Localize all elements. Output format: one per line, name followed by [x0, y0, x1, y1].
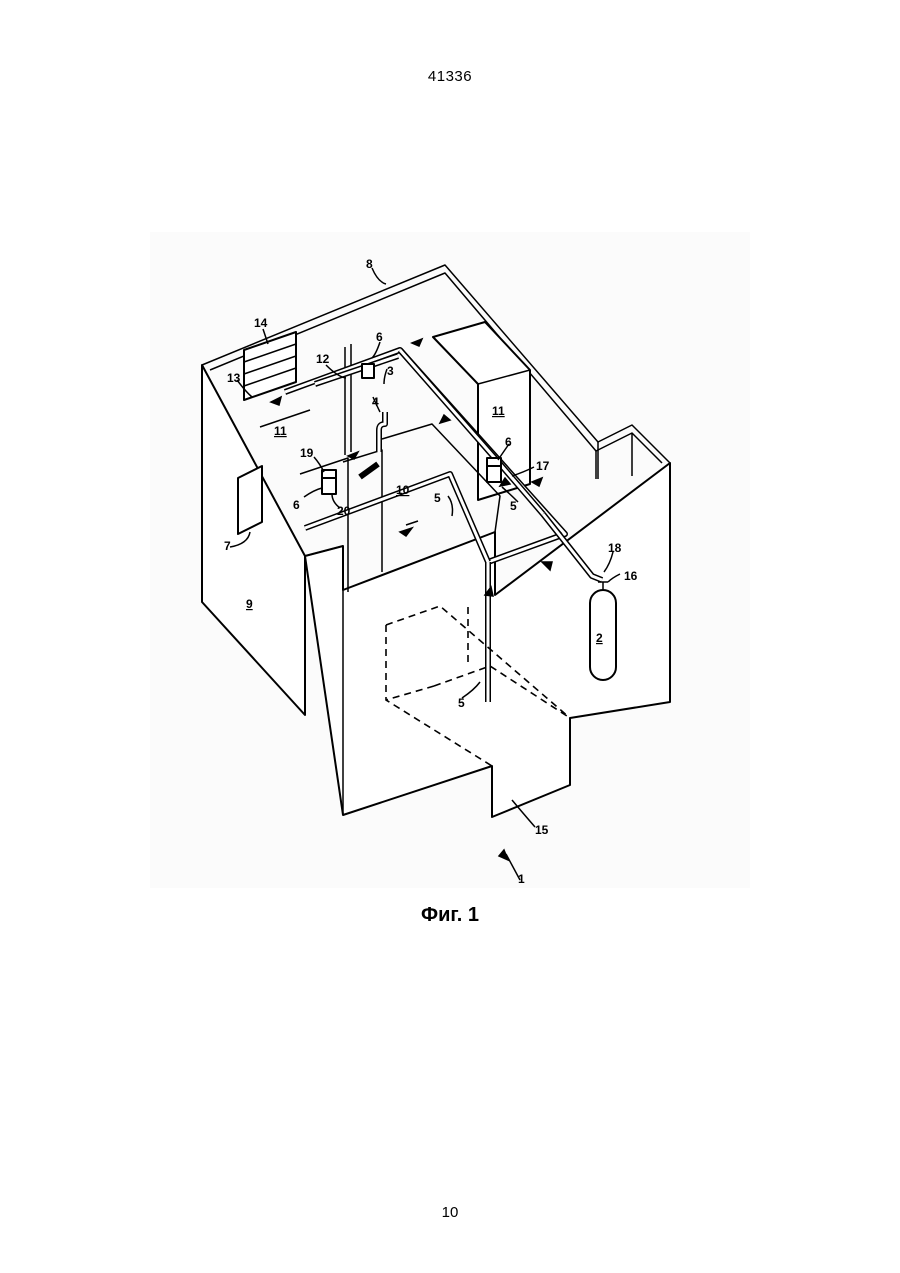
- label-5-room: 5: [434, 491, 441, 505]
- label-14: 14: [254, 316, 268, 330]
- label-5-lower: 5: [458, 696, 465, 710]
- figure-caption: Фиг. 1: [0, 904, 900, 927]
- label-17: 17: [536, 459, 550, 473]
- label-3: 3: [387, 364, 394, 378]
- control-panel: [238, 466, 262, 534]
- label-16: 16: [624, 569, 638, 583]
- label-8: 8: [366, 257, 373, 271]
- label-11-right: 11: [492, 404, 505, 418]
- label-12: 12: [316, 352, 330, 366]
- page-number: 10: [0, 1204, 900, 1221]
- gas-cylinder: [590, 582, 616, 680]
- label-13: 13: [227, 371, 241, 385]
- label-9: 9: [246, 597, 253, 611]
- label-5-right: 5: [510, 499, 517, 513]
- document-number: 41336: [0, 68, 900, 85]
- label-2: 2: [596, 631, 603, 645]
- label-6-top: 6: [376, 330, 383, 344]
- label-15: 15: [535, 823, 549, 837]
- label-6-right: 6: [505, 435, 512, 449]
- patent-figure: 8 14 13 12 6 3 4 11 11 19 6 17 10 5 5 6 …: [150, 232, 750, 888]
- label-1: 1: [518, 872, 525, 886]
- label-4: 4: [372, 395, 379, 409]
- label-11-left: 11: [274, 424, 287, 438]
- label-18: 18: [608, 541, 622, 555]
- label-20: 20: [337, 504, 351, 518]
- label-6-left: 6: [293, 498, 300, 512]
- label-19: 19: [300, 446, 314, 460]
- label-10: 10: [396, 483, 410, 497]
- label-7: 7: [224, 539, 231, 553]
- patent-drawing: 8 14 13 12 6 3 4 11 11 19 6 17 10 5 5 6 …: [150, 232, 750, 888]
